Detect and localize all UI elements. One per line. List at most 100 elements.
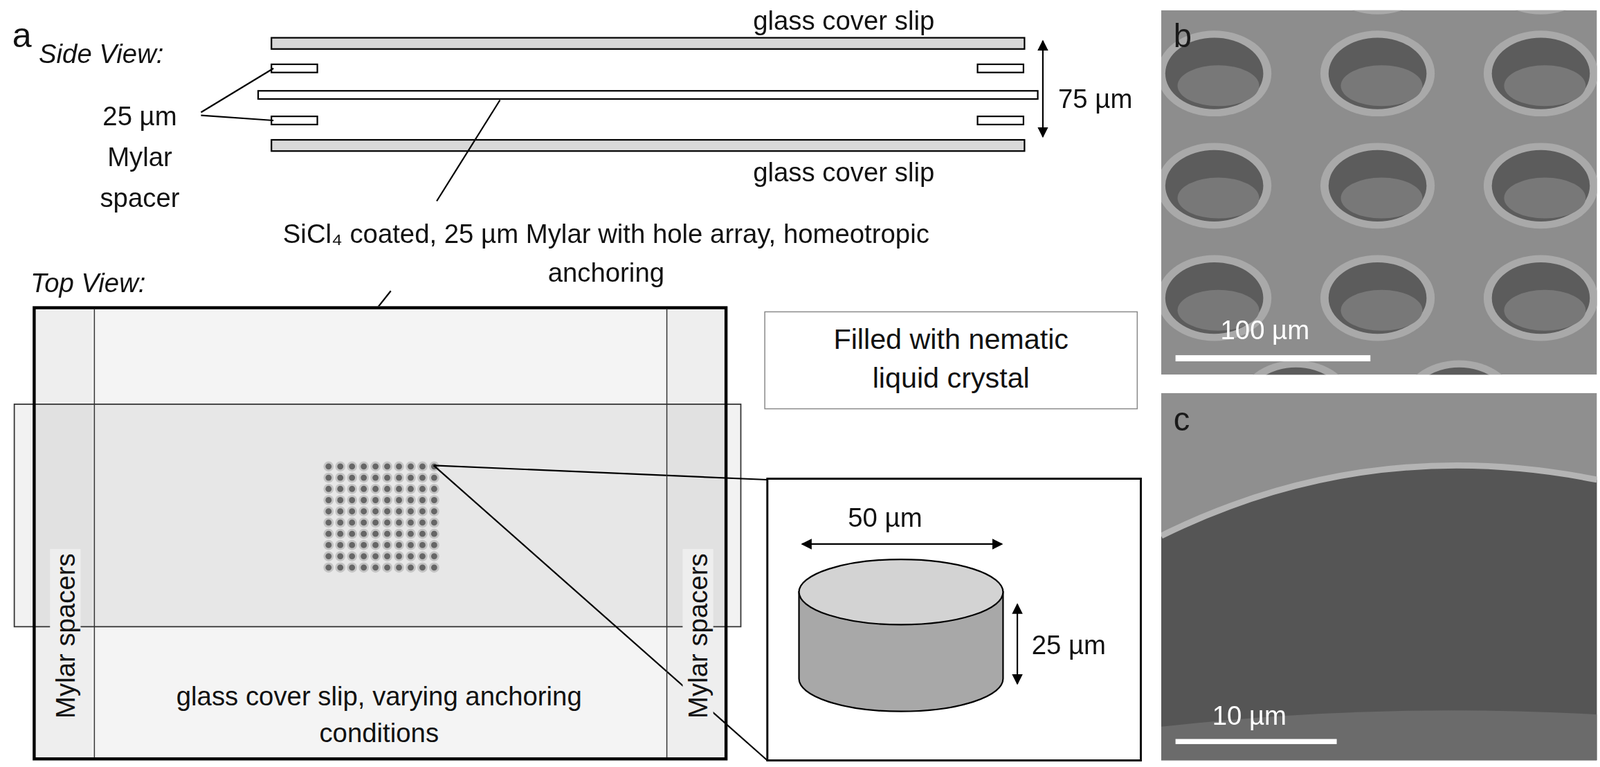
mylar-film-strip — [14, 404, 742, 627]
hole-halo — [370, 561, 381, 573]
hole-halo — [393, 483, 405, 495]
hole-dot — [419, 474, 426, 481]
hole-halo — [382, 561, 393, 573]
sem-holes — [1161, 10, 1598, 375]
hole-halo — [405, 483, 416, 495]
hole-dot — [395, 541, 403, 549]
hole-halo — [346, 483, 358, 495]
hole-dot — [360, 530, 367, 538]
hole-halo — [334, 561, 346, 573]
hole-dot — [372, 530, 379, 538]
hole-halo — [358, 472, 369, 484]
hole-dot — [384, 496, 391, 504]
hole-dot — [372, 474, 379, 481]
hole-halo — [417, 539, 428, 551]
hole-halo — [429, 494, 440, 506]
hole-dot — [348, 564, 356, 571]
hole-dot — [325, 552, 332, 560]
hole-halo — [323, 539, 334, 551]
hole-dot — [431, 474, 438, 481]
figure-label: 25 µm Mylar spacer — [81, 96, 198, 219]
hole-dot — [407, 552, 414, 560]
hole-halo — [405, 539, 416, 551]
sem-image-c — [1161, 393, 1598, 761]
hole-halo — [429, 539, 440, 551]
hole-halo — [370, 494, 381, 506]
hole-dot — [431, 519, 438, 526]
hole-halo — [334, 494, 346, 506]
hole-dot — [325, 474, 332, 481]
hole-dot — [337, 485, 344, 493]
hole-rim — [1483, 10, 1598, 15]
hole-wall — [1328, 262, 1427, 334]
hole-halo — [358, 517, 369, 529]
hole-dot — [325, 462, 332, 470]
hole-dot — [348, 496, 356, 504]
hole-halo — [358, 494, 369, 506]
hole-dot — [407, 564, 414, 571]
hole-dot — [360, 507, 367, 515]
hole-halo — [429, 550, 440, 562]
hole-halo — [393, 460, 405, 472]
hole-halo — [393, 494, 405, 506]
figure-label: 10 µm — [1212, 700, 1287, 733]
hole-halo — [429, 483, 440, 495]
hole-dot — [384, 564, 391, 571]
hole-dot — [325, 564, 332, 571]
hole-dot — [384, 519, 391, 526]
hole-dot — [360, 485, 367, 493]
hole-rim — [1483, 30, 1598, 117]
sem-ground — [1161, 393, 1598, 761]
hole-dot — [419, 552, 426, 560]
hole-halo — [405, 550, 416, 562]
hole-floor — [1177, 177, 1260, 219]
hole-halo — [346, 539, 358, 551]
hole-dot — [431, 496, 438, 504]
figure-label: glass cover slip — [752, 157, 935, 189]
hole-dot — [395, 564, 403, 571]
hole-halo — [382, 550, 393, 562]
hole-halo — [370, 483, 381, 495]
hole-rim — [1320, 30, 1435, 117]
figure-label: c — [1173, 400, 1191, 439]
figure-label: 100 µm — [1220, 314, 1310, 347]
hole-rim — [1483, 255, 1598, 342]
hole-halo — [358, 539, 369, 551]
hole-halo — [334, 517, 346, 529]
spacer — [271, 64, 317, 73]
hole-rim — [1161, 142, 1272, 229]
hole-wall — [1492, 262, 1591, 334]
hole-dot — [407, 541, 414, 549]
hole-halo — [323, 517, 334, 529]
hole-dot — [431, 564, 438, 571]
hole-array — [323, 460, 439, 573]
note-box: Filled with nematic liquid crystal — [764, 311, 1138, 410]
hole-halo — [323, 494, 334, 506]
hole-dot — [337, 530, 344, 538]
hole-dot — [395, 530, 403, 538]
hole-dot — [348, 519, 356, 526]
hole-dot — [407, 462, 414, 470]
hole-halo — [370, 472, 381, 484]
node-text: Mylar spacers — [49, 549, 81, 723]
hole-dot — [395, 474, 403, 481]
hole-halo — [334, 550, 346, 562]
hole-dot — [372, 552, 379, 560]
hole-dot — [384, 474, 391, 481]
hole-halo — [417, 517, 428, 529]
hole-rim — [1320, 255, 1435, 342]
hole-halo — [346, 517, 358, 529]
hole-floor — [1340, 65, 1423, 106]
figure-label: 25 µm — [1031, 629, 1106, 662]
hole-halo — [405, 505, 416, 517]
cover-slip-box: Mylar spacersMylar spacersglass cover sl… — [32, 305, 728, 760]
hole-floor — [1340, 289, 1423, 331]
hole-halo — [346, 460, 358, 472]
cylinder-top — [799, 559, 1004, 625]
hole-dot — [384, 507, 391, 515]
zoom-line — [433, 465, 768, 480]
glass-slip — [271, 38, 1025, 50]
node-text: Mylar spacers — [682, 549, 713, 723]
hole-halo — [346, 561, 358, 573]
hole-dot — [325, 530, 332, 538]
